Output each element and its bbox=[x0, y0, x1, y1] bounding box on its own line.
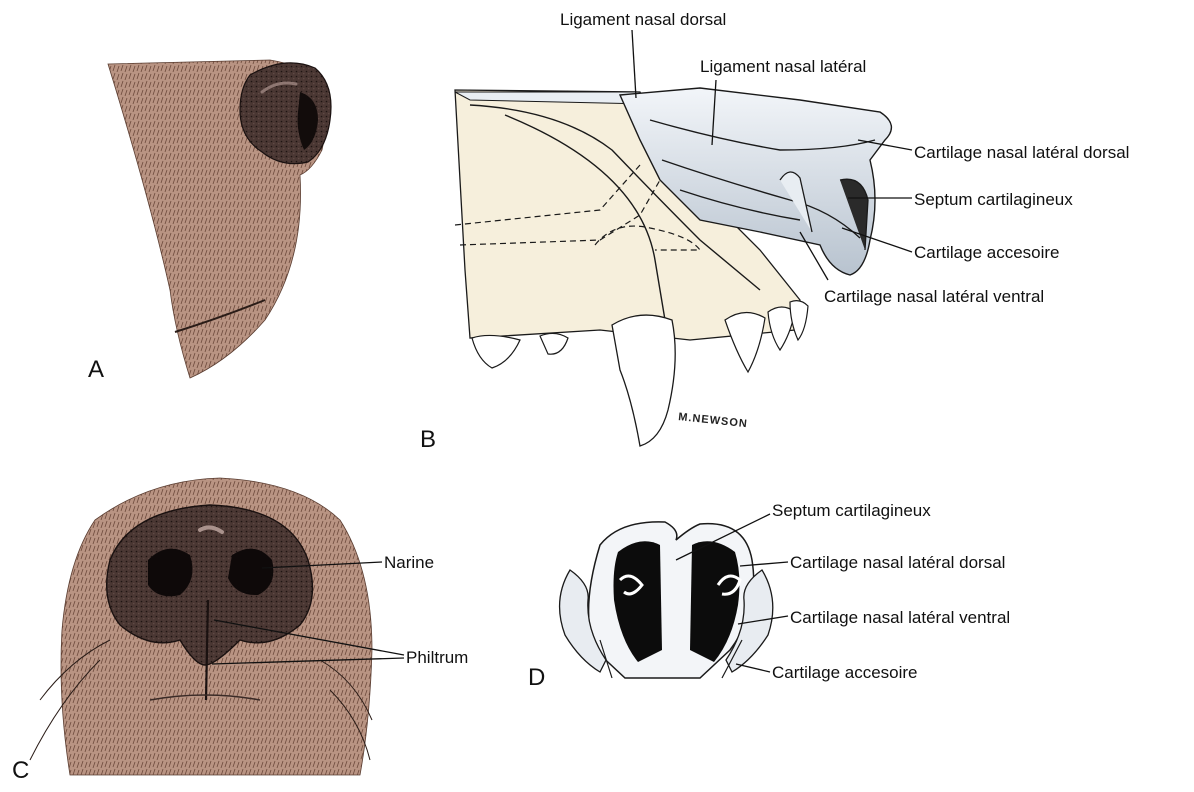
artist-signature: M.NEWSON bbox=[678, 411, 749, 430]
panel-letter-c: C bbox=[12, 757, 29, 784]
panel-letter-b: B bbox=[420, 426, 436, 453]
label-ligament-nasal-lateral: Ligament nasal latéral bbox=[700, 57, 866, 76]
label-cartilage-nasal-lateral-dorsal: Cartilage nasal latéral dorsal bbox=[914, 143, 1129, 162]
panel-letter-d: D bbox=[528, 664, 545, 691]
label-d-cartilage-accesoire: Cartilage accesoire bbox=[772, 663, 918, 682]
canine-tooth bbox=[612, 315, 675, 446]
panel-c: Narine Philtrum C bbox=[12, 478, 468, 784]
muzzle-lateral-illustration bbox=[108, 60, 331, 378]
label-philtrum: Philtrum bbox=[406, 648, 468, 667]
panel-b: Ligament nasal dorsal Ligament nasal lat… bbox=[420, 10, 1129, 453]
label-narine: Narine bbox=[384, 553, 434, 572]
muzzle-frontal-illustration bbox=[30, 478, 372, 775]
label-cartilage-accesoire: Cartilage accesoire bbox=[914, 243, 1060, 262]
panel-letter-a: A bbox=[88, 356, 104, 383]
label-ligament-nasal-dorsal: Ligament nasal dorsal bbox=[560, 10, 726, 29]
label-d-septum-cartilagineux: Septum cartilagineux bbox=[772, 501, 931, 520]
nasal-cartilage-frontal-illustration bbox=[560, 522, 773, 678]
label-d-cartilage-nasal-lateral-ventral: Cartilage nasal latéral ventral bbox=[790, 608, 1010, 627]
label-d-cartilage-nasal-lateral-dorsal: Cartilage nasal latéral dorsal bbox=[790, 553, 1005, 572]
skull-lateral-illustration bbox=[455, 88, 891, 446]
label-septum-cartilagineux: Septum cartilagineux bbox=[914, 190, 1073, 209]
panel-a: A bbox=[88, 60, 331, 383]
panel-d: Septum cartilagineux Cartilage nasal lat… bbox=[528, 501, 1010, 691]
label-cartilage-nasal-lateral-ventral: Cartilage nasal latéral ventral bbox=[824, 287, 1044, 306]
